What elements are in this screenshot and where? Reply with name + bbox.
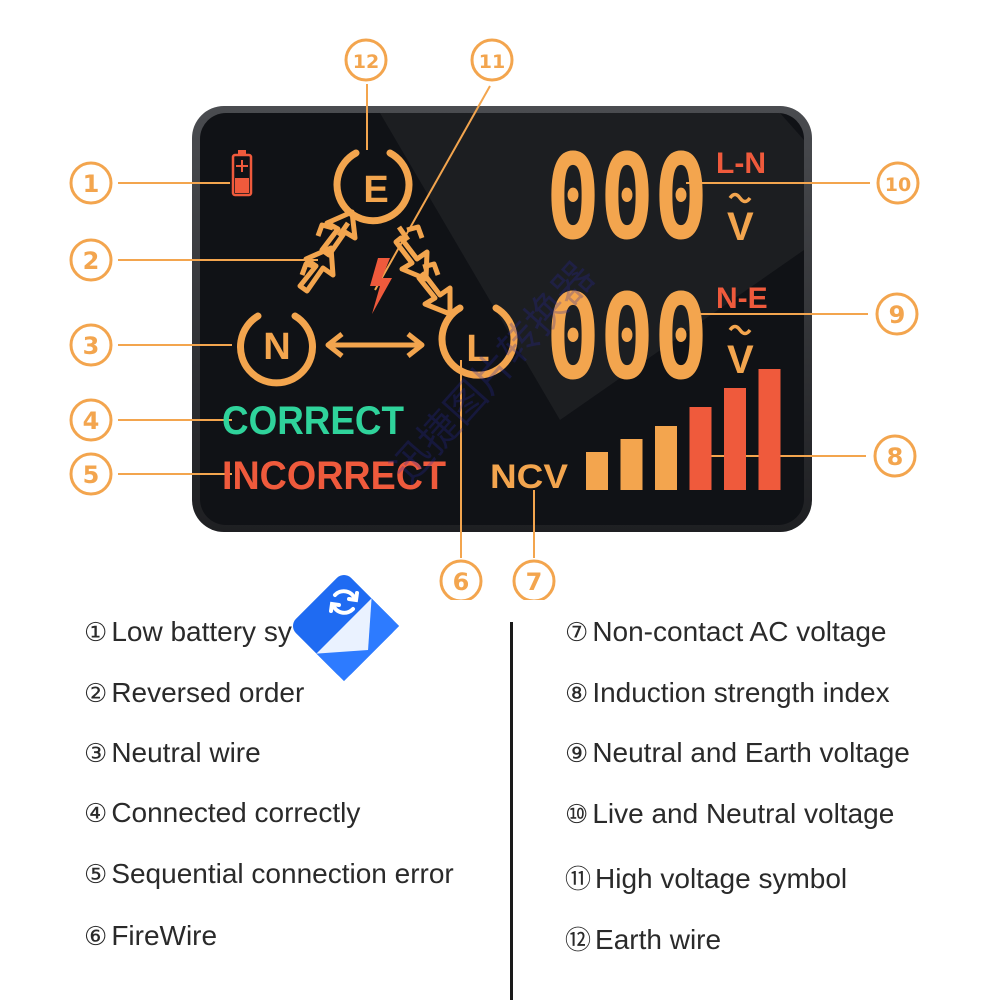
callout-7: 7 xyxy=(512,559,556,600)
reading-ln: 000 xyxy=(546,128,708,266)
battery-icon xyxy=(231,150,253,197)
svg-text:10: 10 xyxy=(885,174,911,196)
svg-text:8: 8 xyxy=(887,443,904,471)
arrow-outline-left xyxy=(297,209,358,294)
callout-11: 11 xyxy=(470,38,514,82)
callout-8: 8 xyxy=(873,434,917,478)
legend-text: High voltage symbol xyxy=(595,863,848,894)
legend-text: Connected correctly xyxy=(111,797,361,828)
screen-glare xyxy=(380,113,804,420)
legend-num: ⑧ xyxy=(565,679,589,709)
tester-display-diagram: 1 2 3 4 5 6 7 8 9 10 11 12 xyxy=(69,38,920,600)
ncv-label: NCV xyxy=(490,458,568,496)
legend-num: ⑦ xyxy=(565,618,589,648)
legend-num: ① xyxy=(84,618,108,648)
high-voltage-icon xyxy=(370,258,392,314)
legend-text: Induction strength index xyxy=(592,677,890,708)
legend-num: ⑨ xyxy=(565,739,589,769)
status-incorrect: INCORRECT xyxy=(222,454,446,498)
strength-bar-4 xyxy=(689,407,712,490)
strength-bar-5 xyxy=(724,388,746,490)
legend-text: FireWire xyxy=(111,920,218,951)
earth-node: E xyxy=(333,149,413,225)
svg-text:7: 7 xyxy=(526,568,543,596)
svg-text:4: 4 xyxy=(83,407,100,435)
unit-top: V xyxy=(727,192,754,249)
legend-text: Low battery sy xyxy=(111,616,292,647)
legend-text: Reversed order xyxy=(111,677,305,708)
legend-text: Live and Neutral voltage xyxy=(592,798,895,829)
refresh-icon xyxy=(329,589,359,615)
callout-9: 9 xyxy=(875,292,919,336)
converter-app-badge xyxy=(292,574,400,682)
svg-text:2: 2 xyxy=(83,247,100,275)
legend-text: Sequential connection error xyxy=(111,858,454,889)
strength-bar-3 xyxy=(655,426,677,490)
unit-bottom: V xyxy=(727,324,754,382)
svg-text:12: 12 xyxy=(353,51,379,73)
legend-num: ⑥ xyxy=(84,922,108,952)
reading-ne: 000 xyxy=(546,268,708,406)
svg-text:5: 5 xyxy=(83,461,100,489)
svg-text:3: 3 xyxy=(83,332,100,360)
legend-num: ② xyxy=(84,679,108,709)
legend-text: Non-contact AC voltage xyxy=(592,616,887,647)
live-node: L xyxy=(438,304,518,379)
strength-bar-6 xyxy=(758,369,781,490)
legend-num: ④ xyxy=(84,799,108,829)
svg-text:6: 6 xyxy=(453,568,470,596)
neutral-node: N xyxy=(237,312,316,387)
callout-4: 4 xyxy=(69,398,113,442)
legend-num: ⑤ xyxy=(84,860,108,890)
live-node-label: L xyxy=(466,328,489,370)
legend-num: ⑩ xyxy=(565,800,589,830)
induction-strength-bars xyxy=(586,369,781,490)
label-ln: L-N xyxy=(716,147,766,180)
legend-text: Earth wire xyxy=(595,924,722,955)
callout-12: 12 xyxy=(344,38,388,82)
callout-6: 6 xyxy=(439,559,483,600)
status-correct: CORRECT xyxy=(222,399,404,443)
earth-node-label: E xyxy=(363,169,388,211)
svg-text:11: 11 xyxy=(479,51,505,73)
strength-bar-2 xyxy=(620,439,643,490)
legend-text: Neutral wire xyxy=(111,737,261,768)
legend-divider xyxy=(510,622,513,1000)
arrow-outline-right xyxy=(393,235,453,317)
callout-5: 5 xyxy=(69,452,113,496)
legend-text: Neutral and Earth voltage xyxy=(592,737,910,768)
legend-num: ⑪ xyxy=(565,865,592,895)
neutral-node-label: N xyxy=(263,326,290,368)
callout-10: 10 xyxy=(876,161,920,205)
callout-3: 3 xyxy=(69,323,113,367)
svg-text:1: 1 xyxy=(83,170,100,198)
legend-num: ⑫ xyxy=(565,926,592,956)
callout-2: 2 xyxy=(69,238,113,282)
unit-top-label: V xyxy=(727,205,754,249)
unit-bottom-label: V xyxy=(727,338,754,382)
strength-bar-1 xyxy=(586,452,608,490)
callout-1: 1 xyxy=(69,161,113,205)
reversed-order-arrows xyxy=(299,221,441,358)
svg-text:9: 9 xyxy=(889,301,906,329)
label-ne: N-E xyxy=(716,282,768,315)
legend-num: ③ xyxy=(84,739,108,769)
